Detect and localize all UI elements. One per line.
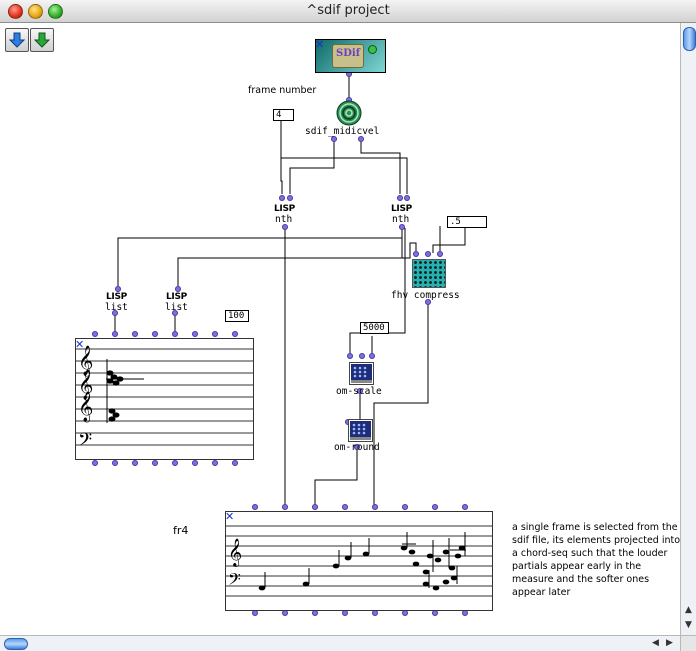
lisp-icon[interactable]: LISP: [274, 204, 295, 214]
close-window-button[interactable]: [8, 4, 23, 19]
frame-index-input[interactable]: 4: [273, 109, 294, 121]
resize-corner[interactable]: [680, 635, 696, 651]
list-left-label: list: [105, 302, 128, 313]
compress-factor-input[interactable]: .5: [447, 216, 487, 228]
selection-x-icon[interactable]: ✕: [225, 510, 235, 523]
lisp-icon[interactable]: LISP: [391, 204, 412, 214]
chord-seq-score-box[interactable]: 𝄞 𝄢: [225, 511, 493, 611]
sdif-midicvel-label: sdif_midicvel: [305, 126, 380, 137]
svg-text:𝄞: 𝄞: [228, 538, 242, 567]
lisp-icon[interactable]: LISP: [106, 292, 127, 302]
svg-text:𝄞: 𝄞: [78, 369, 93, 401]
om-round-icon[interactable]: [348, 419, 373, 442]
patch-canvas[interactable]: SDif ✕ frame number 4 sdif_midicvel LISP…: [0, 23, 680, 635]
fhv-compress-label: fhv compress: [391, 290, 460, 301]
frame-number-label: frame number: [248, 85, 317, 96]
om-scale-icon[interactable]: [349, 362, 374, 385]
scroll-down-arrow-icon[interactable]: ▼: [685, 620, 692, 630]
sdif-file-box[interactable]: SDif: [315, 39, 386, 73]
selection-x-icon[interactable]: ✕: [315, 38, 325, 51]
lisp-icon[interactable]: LISP: [166, 292, 187, 302]
horizontal-scroll-thumb[interactable]: [4, 638, 28, 650]
back-button[interactable]: [5, 28, 29, 52]
svg-text:𝄞: 𝄞: [78, 391, 93, 423]
title-bar[interactable]: ^sdif project: [0, 0, 696, 23]
vertical-scroll-thumb[interactable]: [683, 27, 696, 51]
scroll-left-arrow-icon[interactable]: ◀: [652, 638, 659, 648]
fr4-label: fr4: [173, 524, 189, 537]
port-dots: [92, 71, 468, 617]
nth-left-label: nth: [275, 214, 293, 225]
scroll-right-arrow-icon[interactable]: ▶: [666, 638, 673, 648]
nth-right-label: nth: [392, 214, 410, 225]
patch-connections: [92, 71, 468, 617]
sdif-file-name: SDif: [336, 48, 360, 59]
chord-score-box[interactable]: 𝄞 𝄞 𝄞 𝄢: [75, 338, 254, 460]
blue-down-arrow-icon: [9, 32, 25, 48]
scroll-up-arrow-icon[interactable]: ▲: [685, 605, 692, 615]
horizontal-scrollbar[interactable]: ◀ ▶: [0, 635, 680, 651]
scale-max-input[interactable]: 5000: [360, 322, 389, 334]
list-right-label: list: [165, 302, 188, 313]
patch-comment: a single frame is selected from the sdif…: [512, 522, 680, 598]
fhv-compress-icon[interactable]: [412, 259, 446, 288]
window-title: ^sdif project: [306, 3, 390, 18]
sdif-file-status-icon: [368, 45, 377, 54]
sdif-midicvel-icon[interactable]: [336, 100, 362, 126]
forward-button[interactable]: [30, 28, 54, 52]
om-round-label: om-round: [334, 442, 380, 453]
svg-text:𝄞: 𝄞: [78, 345, 93, 377]
selection-x-icon[interactable]: ✕: [75, 338, 85, 351]
chord-value-input[interactable]: 100: [225, 310, 249, 322]
zoom-window-button[interactable]: [48, 4, 63, 19]
vertical-scrollbar[interactable]: ▲ ▼: [680, 23, 696, 635]
minimize-window-button[interactable]: [28, 4, 43, 19]
svg-text:𝄢: 𝄢: [78, 430, 92, 455]
svg-text:𝄢: 𝄢: [228, 569, 241, 593]
om-scale-label: om-scale: [336, 386, 382, 397]
green-down-arrow-icon: [34, 32, 50, 48]
